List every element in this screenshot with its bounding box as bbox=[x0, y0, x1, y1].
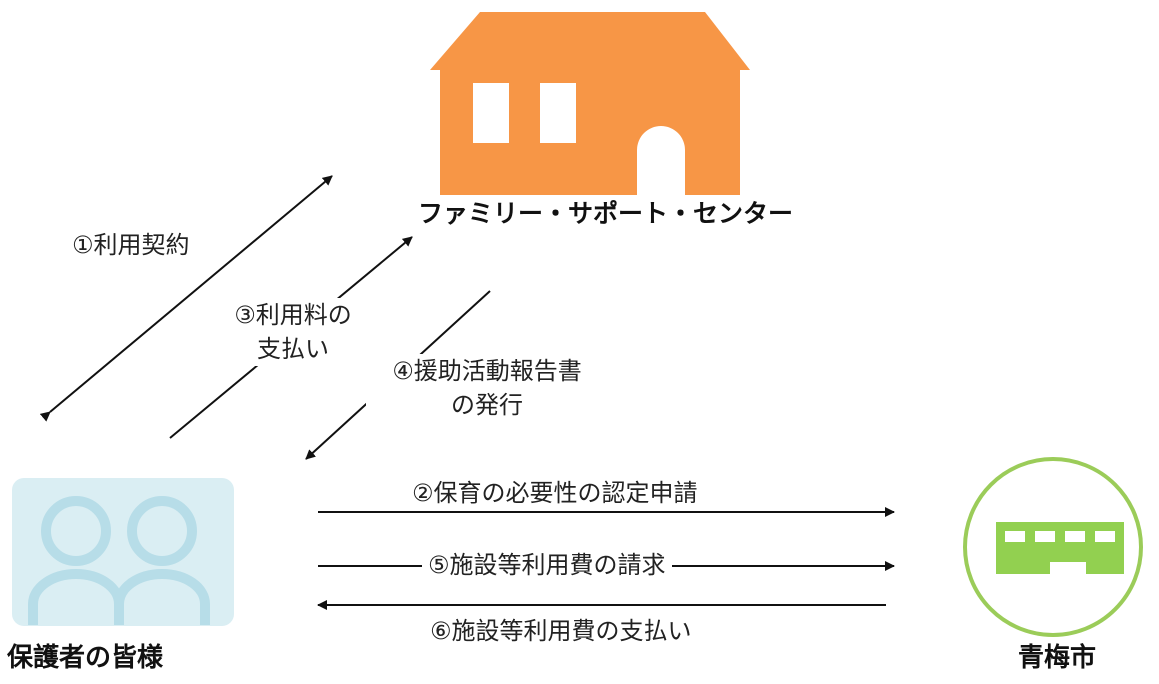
city-label: 青梅市 bbox=[1018, 643, 1097, 673]
step-4-label: ④援助活動報告書 の発行 bbox=[366, 354, 608, 422]
center-label: ファミリー・サポート・センター bbox=[418, 199, 794, 228]
city-hall-icon bbox=[963, 457, 1143, 637]
step-1-label: ①利用契約 bbox=[66, 228, 196, 262]
parents-label: 保護者の皆様 bbox=[7, 643, 164, 673]
parents-icon bbox=[12, 478, 234, 626]
step-4-line1: ④援助活動報告書 bbox=[392, 357, 582, 385]
step-3-line2: 支払い bbox=[257, 335, 329, 363]
step-4-line2: の発行 bbox=[451, 391, 523, 419]
house-icon bbox=[430, 12, 750, 195]
step-2-label: ②保育の必要性の認定申請 bbox=[412, 479, 698, 507]
step-3-label: ③利用料の 支払い bbox=[212, 298, 374, 366]
step-6-label: ⑥施設等利用費の支払い bbox=[430, 617, 692, 645]
step-3-line1: ③利用料の bbox=[234, 301, 352, 329]
arrow-contract bbox=[39, 175, 333, 422]
step-5-label: ⑤施設等利用費の請求 bbox=[422, 548, 672, 582]
